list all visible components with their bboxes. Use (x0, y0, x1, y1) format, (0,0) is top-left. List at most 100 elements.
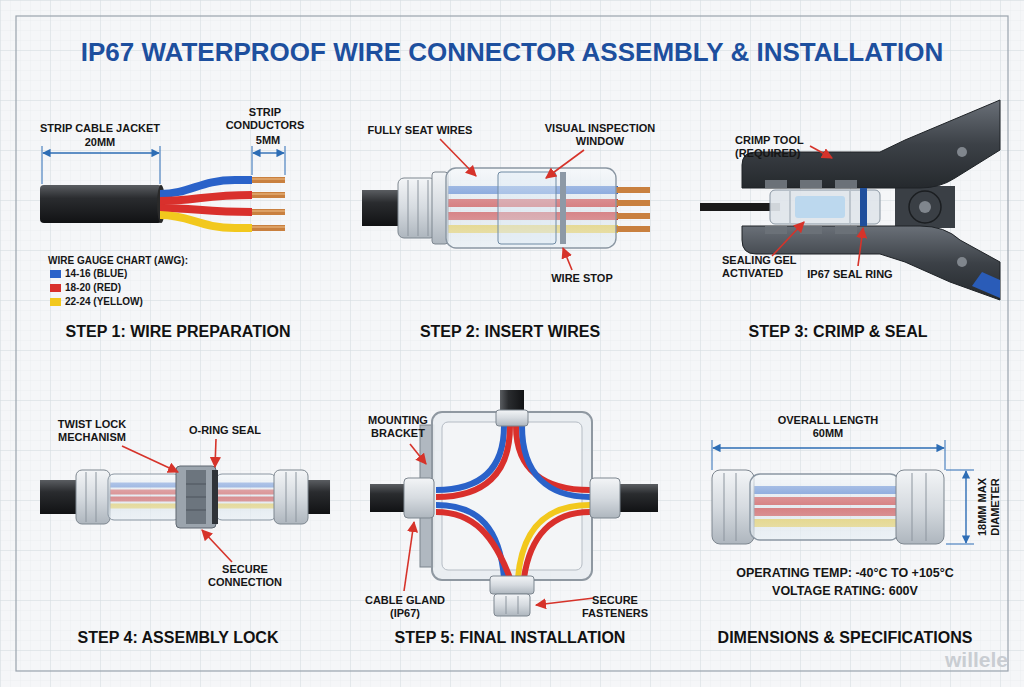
dimension-lines (946, 544, 974, 545)
connector-dimensions (712, 470, 944, 544)
stripped-cable (40, 185, 162, 223)
junction-box (522, 426, 590, 497)
connector-dimensions (926, 473, 927, 541)
connector-dimensions (912, 473, 913, 541)
dimension-lines (712, 440, 974, 544)
locked-connector (186, 497, 206, 498)
callout-label: CRIMP TOOL (REQUIRED) (735, 134, 815, 160)
callout-label: O-RING SEAL (180, 424, 270, 437)
leader-arrows (536, 598, 594, 605)
junction-box (436, 426, 510, 497)
leader-arrows (810, 146, 832, 158)
leader-arrows (122, 446, 178, 472)
callout-label: SEALING GEL ACTIVATED (722, 254, 822, 280)
dimension-lines (946, 470, 974, 471)
locked-connector (274, 470, 308, 524)
connector-insert (446, 168, 616, 248)
connector-insert (498, 172, 556, 244)
callout-label: OVERALL LENGTH 60MM (773, 414, 883, 440)
legend-entry: 14-16 (BLUE) (50, 268, 127, 280)
step-caption: DIMENSIONS & SPECIFICATIONS (680, 628, 1010, 648)
callout-label: VISUAL INSPECTION WINDOW (540, 122, 660, 148)
crimp-tool (765, 226, 787, 234)
dimension-label: 20MM (70, 136, 130, 149)
junction-box (432, 412, 592, 580)
leader-arrows (404, 444, 594, 605)
crimped-connector (790, 191, 791, 223)
legend-entry: 18-20 (RED) (50, 282, 121, 294)
locked-connector (176, 466, 216, 528)
step-caption: STEP 4: ASSEMBLY LOCK (13, 628, 343, 648)
crimp-tool (700, 100, 1000, 300)
locked-connector (186, 470, 206, 524)
stripped-cable (160, 195, 252, 201)
diagram-title: IP67 WATERPROOF WIRE CONNECTOR ASSEMBLY … (12, 36, 1012, 68)
dimension-lines (252, 146, 253, 175)
crimp-tool (957, 257, 967, 267)
crimped-connector (770, 188, 880, 226)
crimp-tool (909, 191, 941, 223)
color-swatch (50, 270, 61, 278)
connector-insert (362, 168, 650, 248)
dimension-lines (42, 146, 43, 184)
dimension-lines (43, 152, 159, 153)
crimped-connector (860, 188, 867, 226)
stripped-cable (160, 215, 252, 228)
leader-arrows (546, 150, 584, 178)
dimension-lines (253, 152, 284, 153)
leader-arrows (858, 228, 863, 266)
leader-arrows (215, 439, 216, 467)
crimp-tool (895, 186, 955, 228)
callout-label: CABLE GLAND (IP67) (362, 594, 448, 620)
stripped-cable (252, 180, 285, 228)
crimp-tool (765, 180, 787, 188)
connector-insert (398, 178, 436, 238)
dimension-lines (965, 471, 966, 543)
junction-box (496, 410, 528, 426)
junction-box (490, 576, 534, 594)
connector-insert (408, 180, 409, 236)
leader-arrows (563, 248, 572, 270)
legend-text: 18-20 (RED) (65, 282, 121, 293)
dimension-lines (945, 440, 946, 470)
step-caption: STEP 1: WIRE PREPARATION (13, 322, 343, 342)
crimp-tool (835, 226, 857, 234)
connector-dimensions (896, 470, 944, 544)
dimension-lines (160, 146, 161, 184)
callout-label: SECURE FASTENERS (574, 594, 656, 620)
connector-insert (616, 190, 650, 229)
dimension-label: STRIP CABLE JACKET (25, 122, 175, 135)
legend-text: 14-16 (BLUE) (65, 268, 127, 279)
callout-label: TWIST LOCK MECHANISM (49, 418, 135, 444)
junction-box (518, 596, 519, 614)
step-caption: STEP 3: CRIMP & SEAL (673, 322, 1003, 342)
junction-box (590, 478, 620, 518)
locked-connector (186, 484, 206, 485)
locked-connector (216, 474, 276, 520)
dimension-label: 5MM (248, 134, 288, 147)
crimp-tool (919, 201, 931, 213)
leader-arrows (202, 530, 232, 562)
crimp-tool (800, 226, 822, 234)
callout-label: 18MM MAX DIAMETER (976, 462, 1002, 552)
junction-box (524, 512, 590, 578)
callout-label: IP67 SEAL RING (795, 268, 905, 281)
dimension-label: STRIP CONDUCTORS (222, 106, 308, 132)
stripped-cable (40, 179, 285, 228)
dimension-lines (713, 447, 944, 448)
callout-label: WIRE STOP (542, 272, 622, 285)
connector-dimensions (712, 470, 754, 544)
legend-text: 22-24 (YELLOW) (65, 296, 143, 307)
leader-arrows (410, 444, 426, 464)
step-caption: STEP 2: INSERT WIRES (345, 322, 675, 342)
junction-box (436, 512, 510, 578)
locked-connector (96, 472, 97, 522)
connector-dimensions (724, 473, 725, 541)
callout-label: MOUNTING BRACKET (361, 414, 436, 440)
crimp-tool (835, 180, 857, 188)
